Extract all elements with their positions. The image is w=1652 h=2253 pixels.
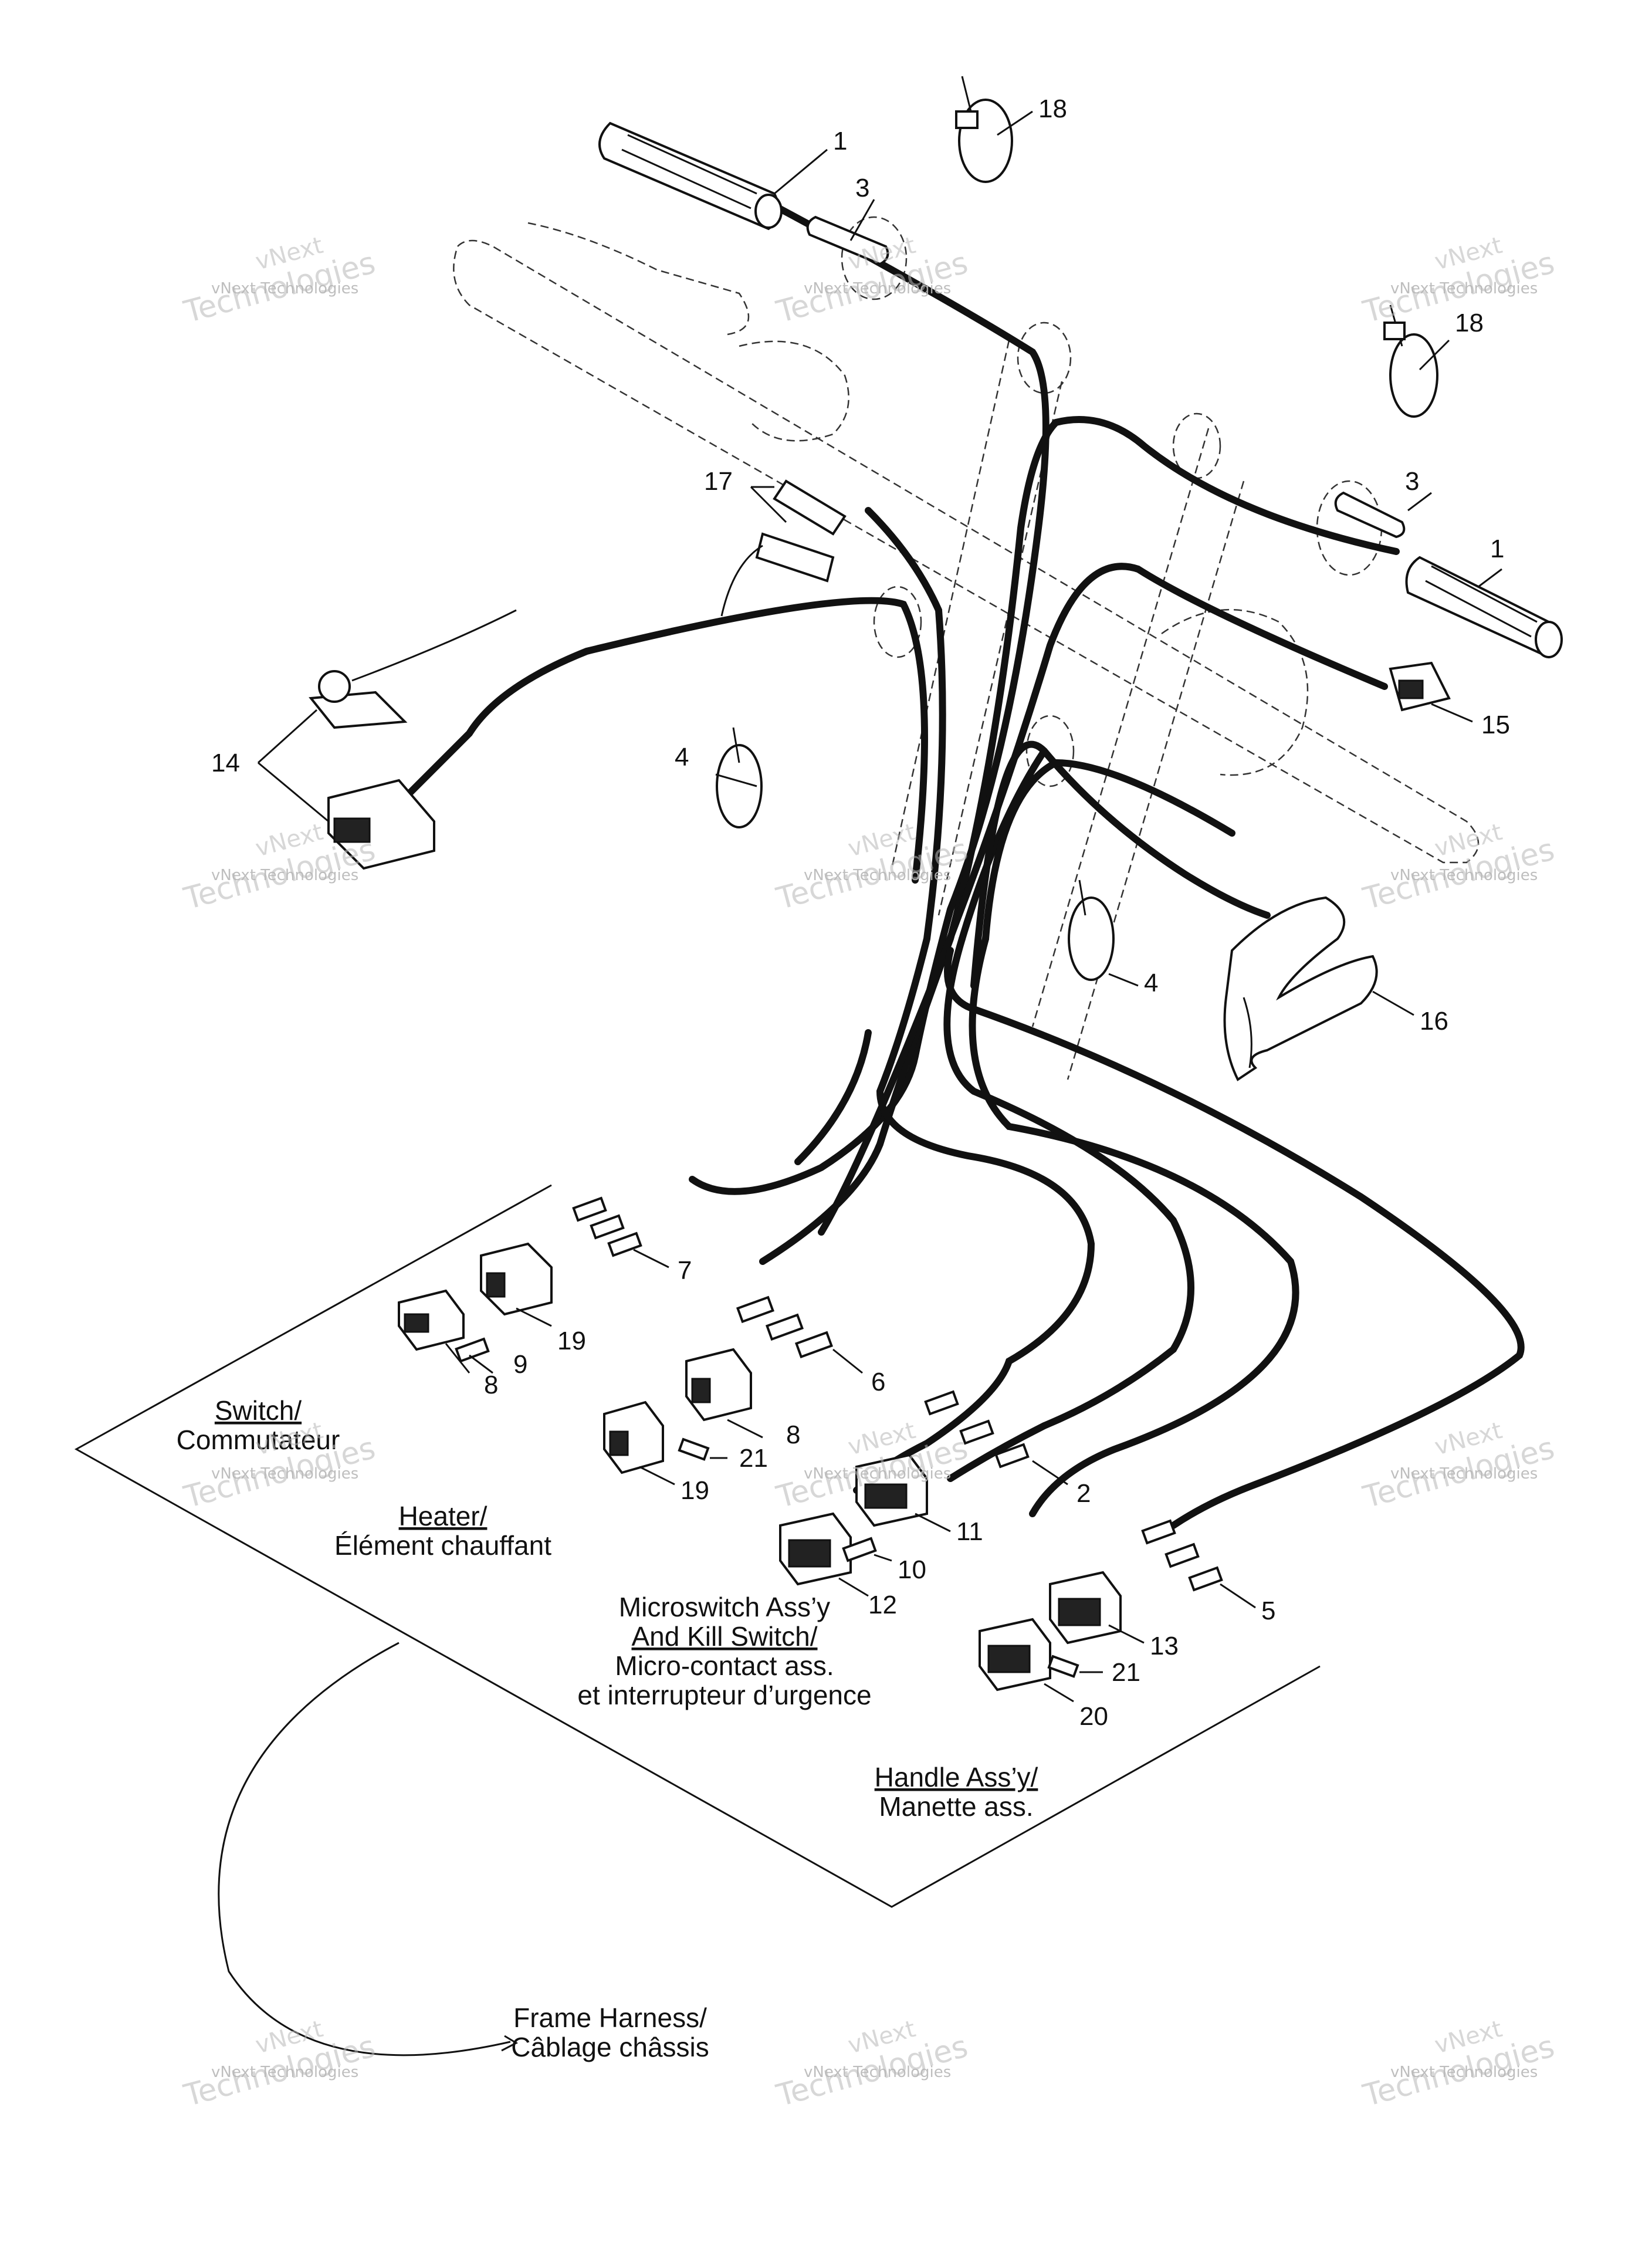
- watermark: vNext vNext Technologies Technologies: [180, 232, 379, 330]
- handlebar-outline: [453, 222, 1480, 1080]
- leader-lines: [257, 110, 1502, 1703]
- callout-13: 13: [1150, 1632, 1179, 1660]
- callout-4-left: 4: [675, 743, 689, 772]
- connector-20: [979, 1618, 1051, 1692]
- svg-text:vNext Technologies: vNext Technologies: [804, 867, 951, 884]
- callout-18-right: 18: [1455, 309, 1484, 337]
- grip-insert-right: [1334, 491, 1406, 539]
- thermistor: [720, 479, 847, 617]
- callout-19-bottom: 19: [681, 1476, 709, 1505]
- callout-9: 9: [513, 1350, 527, 1379]
- callout-3-right: 3: [1405, 467, 1419, 496]
- callout-1-right: 1: [1490, 535, 1504, 563]
- callout-10: 10: [898, 1555, 926, 1584]
- watermark: vNext vNext Technologies Technologies: [180, 2015, 379, 2114]
- connector-11: [855, 1453, 928, 1527]
- svg-text:vNext Technologies: vNext Technologies: [211, 1465, 358, 1483]
- connector-12: [779, 1512, 852, 1586]
- callout-18-left: 18: [1038, 94, 1067, 123]
- callout-4-right: 4: [1144, 969, 1158, 997]
- connector-19-top: [480, 1242, 553, 1316]
- terminals-6: [736, 1295, 833, 1359]
- connector-15: [1389, 661, 1451, 712]
- grip-insert-left: [806, 215, 889, 266]
- connector-8-left: [398, 1289, 465, 1351]
- watermark: vNext vNext Technologies Technologies: [1359, 818, 1558, 917]
- microswitch-label-1: Microswitch Ass’y: [619, 1592, 830, 1622]
- callout-11: 11: [956, 1517, 983, 1546]
- svg-text:vNext Technologies: vNext Technologies: [804, 1465, 951, 1483]
- harness-plane-outline: [74, 1184, 1321, 2056]
- callout-7: 7: [678, 1256, 692, 1285]
- watermark: vNext vNext Technologies Technologies: [773, 2015, 971, 2114]
- connector-8-mid: [685, 1348, 752, 1422]
- svg-text:vNext Technologies: vNext Technologies: [1390, 867, 1538, 884]
- harness-wires: [401, 196, 1525, 1529]
- microswitch-label-4: et interrupteur d’urgence: [577, 1680, 871, 1710]
- heater-label-en: Heater/: [399, 1501, 488, 1531]
- watermark: vNext vNext Technologies Technologies: [1359, 2015, 1558, 2114]
- connector-19-bottom: [603, 1400, 664, 1474]
- connector-13: [1049, 1571, 1122, 1645]
- cable-tie-4-left: [716, 727, 763, 828]
- terminal-21-mid: [678, 1437, 710, 1461]
- callout-12: 12: [868, 1591, 897, 1619]
- callout-14: 14: [211, 749, 240, 777]
- callout-8-left: 8: [484, 1371, 498, 1399]
- watermark: vNext vNext Technologies Technologies: [773, 232, 971, 330]
- callout-21-mid: 21: [739, 1444, 768, 1473]
- svg-text:vNext Technologies: vNext Technologies: [804, 2063, 951, 2081]
- callout-6: 6: [871, 1368, 885, 1396]
- microswitch-label-3: Micro-contact ass.: [615, 1650, 834, 1681]
- callout-16: 16: [1420, 1007, 1448, 1036]
- callout-15: 15: [1481, 711, 1510, 739]
- terminals-5: [1141, 1519, 1223, 1592]
- microswitch-label-2: And Kill Switch/: [631, 1621, 817, 1652]
- callout-2: 2: [1076, 1479, 1091, 1508]
- cable-tie-18-left: [955, 76, 1013, 183]
- callout-5: 5: [1261, 1596, 1275, 1625]
- callout-1-left: 1: [833, 127, 847, 155]
- heated-grip-right: [1405, 556, 1563, 659]
- callout-20: 20: [1079, 1702, 1108, 1731]
- cable-tie-18-right: [1383, 305, 1438, 418]
- callout-3-left: 3: [855, 174, 869, 202]
- callout-17: 17: [704, 467, 733, 496]
- throttle-lever: [1223, 896, 1378, 1081]
- callout-21-bottom: 21: [1112, 1658, 1140, 1687]
- heater-label-fr: Élément chauffant: [334, 1530, 551, 1561]
- callout-8-mid: 8: [786, 1420, 800, 1449]
- handle-label-fr: Manette ass.: [879, 1791, 1033, 1822]
- heater-switch: [309, 609, 517, 870]
- terminal-21-bottom: [1047, 1655, 1079, 1678]
- svg-text:vNext Technologies: vNext Technologies: [1390, 1465, 1538, 1483]
- svg-text:vNext Technologies: vNext Technologies: [211, 867, 358, 884]
- section-labels: Switch/ Commutateur Heater/ Élément chau…: [177, 1395, 1038, 2062]
- terminal-9: [455, 1337, 490, 1363]
- switch-label-en: Switch/: [215, 1395, 302, 1426]
- frame-harness-label-fr: Câblage châssis: [511, 2032, 709, 2062]
- frame-harness-label-en: Frame Harness/: [513, 2002, 707, 2033]
- terminals-2: [924, 1390, 1030, 1469]
- svg-text:vNext Technologies: vNext Technologies: [1390, 2063, 1538, 2081]
- terminals-7: [572, 1196, 642, 1257]
- terminal-10: [842, 1537, 877, 1562]
- handle-label-en: Handle Ass’y/: [875, 1762, 1038, 1792]
- switch-label-fr: Commutateur: [177, 1425, 340, 1455]
- svg-text:vNext Technologies: vNext Technologies: [804, 280, 951, 297]
- svg-text:vNext Technologies: vNext Technologies: [1390, 280, 1538, 297]
- callout-numbers: 1 1 2 3 3 4 4 5 6 7 8 8 9 10 11 12 13 14…: [211, 94, 1510, 1731]
- svg-text:vNext Technologies: vNext Technologies: [211, 2063, 358, 2081]
- heated-grip-left: [598, 121, 783, 231]
- svg-text:vNext Technologies: vNext Technologies: [211, 280, 358, 297]
- callout-19-top: 19: [557, 1327, 586, 1355]
- cable-tie-4-right: [1068, 879, 1115, 981]
